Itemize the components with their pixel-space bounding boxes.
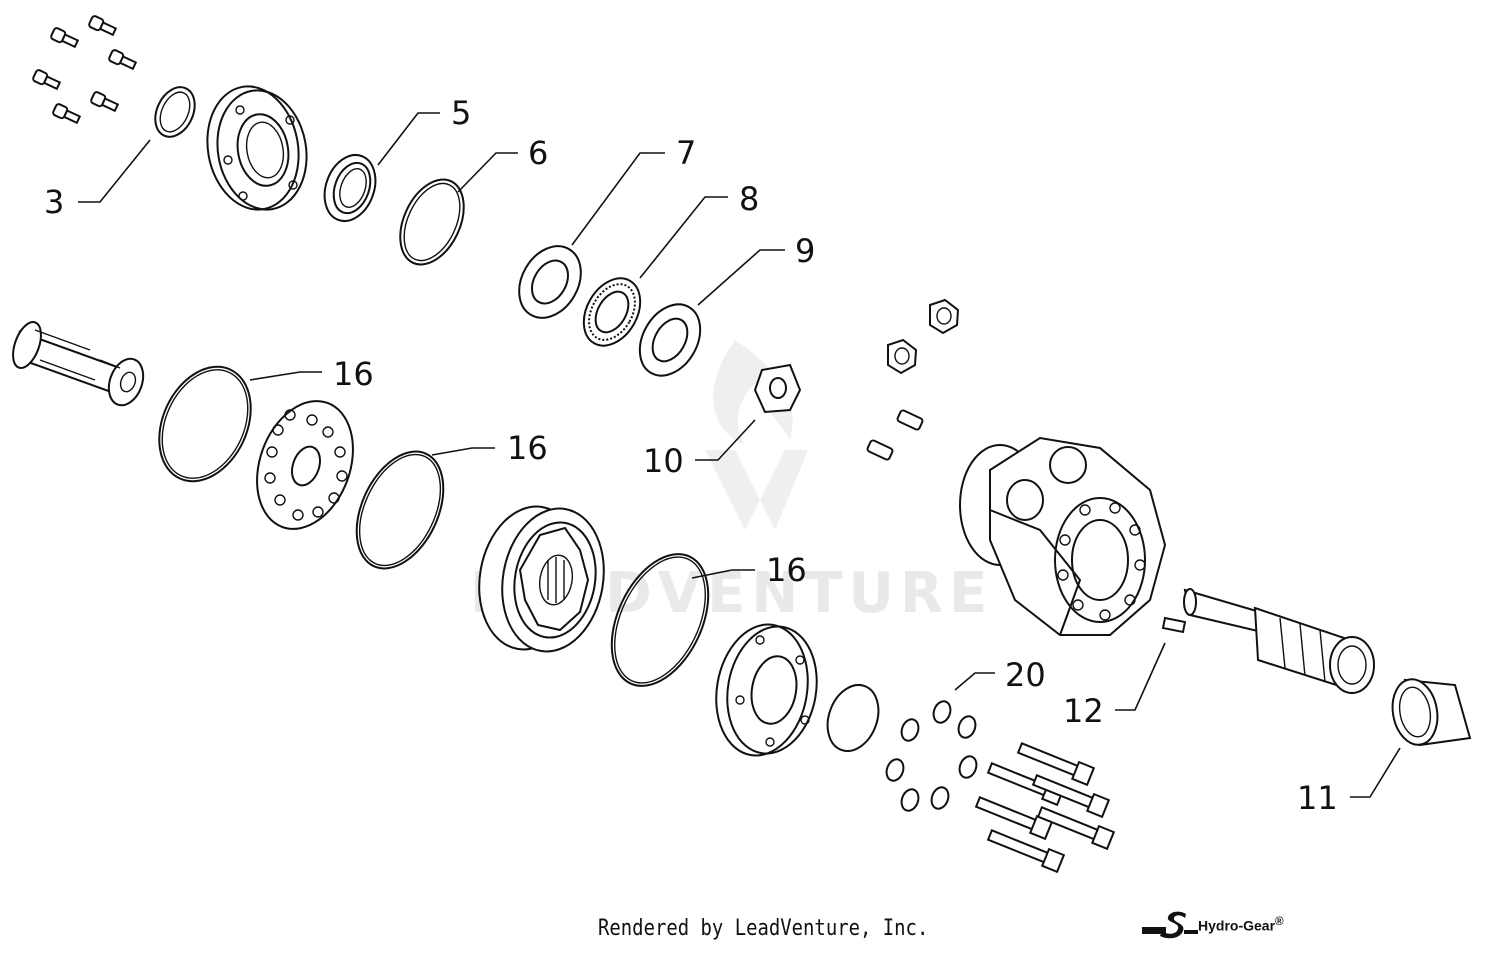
check-disc — [826, 684, 880, 752]
callout-3: 3 — [44, 183, 64, 221]
valve-plate — [256, 400, 354, 530]
part-10-lock-nut — [753, 363, 802, 414]
bolts-top-left — [32, 15, 138, 125]
part-16-o-ring-c — [610, 553, 710, 687]
part-8-thrust-bearing — [582, 277, 642, 347]
motor-housing — [959, 436, 1167, 636]
part-11-bushing — [1391, 678, 1472, 747]
callout-12: 12 — [1063, 692, 1104, 730]
brand-logo: Hydro-Gear® — [1140, 908, 1310, 940]
callout-labels: 3 5 6 7 8 9 16 16 16 10 20 12 11 — [44, 94, 1338, 817]
part-20-washers — [885, 700, 978, 812]
part-12-woodruff-key — [1161, 616, 1187, 634]
callout-10: 10 — [643, 442, 684, 480]
part-3-seal-ring — [154, 86, 196, 138]
callout-6: 6 — [528, 134, 548, 172]
leader-lines — [78, 112, 1401, 798]
cap-screws — [974, 742, 1116, 874]
callout-9: 9 — [795, 232, 815, 270]
wear-plate — [715, 623, 818, 757]
callout-8: 8 — [739, 180, 759, 218]
part-7-thrust-washer — [518, 245, 582, 319]
gerotor-set — [478, 505, 605, 653]
callout-11: 11 — [1297, 779, 1338, 817]
registered-mark: ® — [1275, 915, 1284, 928]
part-9-washer — [638, 303, 702, 377]
part-5-shaft-seal — [323, 154, 377, 222]
callout-5: 5 — [451, 94, 471, 132]
part-16-o-ring-a — [158, 365, 252, 483]
port-plugs — [866, 298, 960, 461]
splined-drive-shaft — [12, 321, 145, 407]
part-16-o-ring-b — [355, 450, 445, 570]
end-cap-flange — [206, 85, 308, 211]
callout-16-c: 16 — [766, 551, 807, 589]
callout-20: 20 — [1005, 656, 1046, 694]
callout-7: 7 — [676, 134, 696, 172]
callout-16-a: 16 — [333, 355, 374, 393]
callout-16-b: 16 — [507, 429, 548, 467]
hydro-gear-logo-icon — [1142, 911, 1198, 939]
brand-name: Hydro-Gear® — [1198, 915, 1284, 934]
footer-credit: Rendered by LeadVenture, Inc. — [598, 916, 929, 941]
part-6-o-ring — [399, 178, 465, 266]
output-shaft — [1183, 588, 1375, 694]
